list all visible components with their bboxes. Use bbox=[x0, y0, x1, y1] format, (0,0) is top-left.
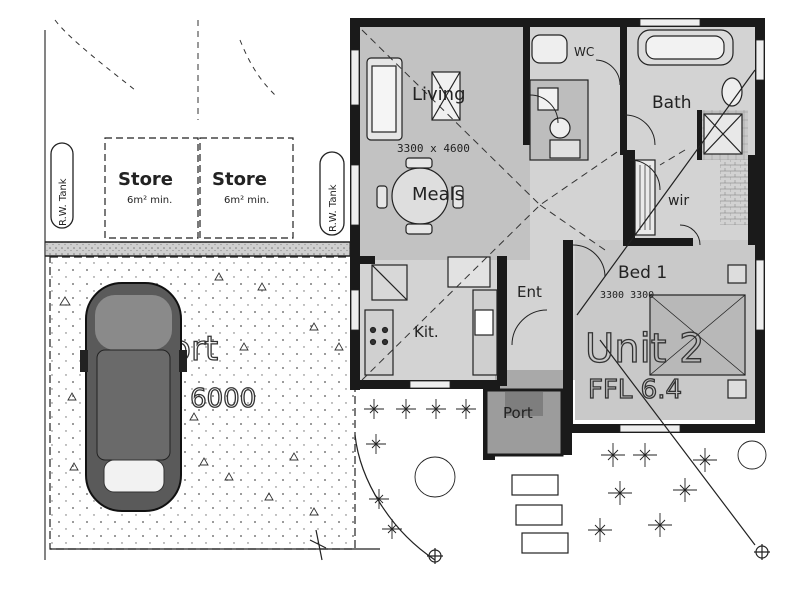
car-icon bbox=[80, 282, 187, 512]
doors bbox=[511, 59, 701, 346]
store-right-area: 6m² min. bbox=[224, 195, 269, 206]
tank-right: R.W. Tank bbox=[319, 151, 345, 236]
room-living: Living bbox=[412, 84, 466, 105]
tank-left-label: R.W. Tank bbox=[58, 178, 69, 226]
bedside-table-icon bbox=[727, 264, 747, 284]
room-wc: WC bbox=[574, 45, 594, 59]
sink-icon bbox=[474, 309, 494, 336]
room-living-dim: 3300 x 4600 bbox=[397, 142, 470, 155]
room-bed-dim: 3300 3300 bbox=[600, 290, 654, 301]
porch bbox=[484, 388, 564, 457]
room-labels: Living 3300 x 4600 Meals WC Bath wir Bed… bbox=[397, 45, 692, 422]
site-line bbox=[50, 434, 436, 561]
tank-left: R.W. Tank bbox=[50, 142, 74, 229]
room-kit: Kit. bbox=[414, 323, 439, 341]
area-dividers bbox=[361, 29, 686, 381]
room-bed: Bed 1 bbox=[618, 263, 667, 283]
kitchen-bench bbox=[364, 309, 394, 376]
tank-right-label: R.W. Tank bbox=[328, 184, 339, 232]
room-port: Port bbox=[503, 404, 533, 422]
unit-label-group: Unit 2 FFL 6.4 bbox=[584, 325, 705, 405]
store-right-label: Store bbox=[212, 169, 267, 190]
unit-ffl: FFL 6.4 bbox=[588, 375, 682, 405]
boundary-lines bbox=[44, 19, 276, 560]
store-left: Store 6m² min. bbox=[104, 137, 199, 239]
section-line bbox=[576, 69, 756, 546]
survey-markers bbox=[427, 544, 770, 564]
store-right: Store 6m² min. bbox=[199, 137, 294, 239]
toilet-icon bbox=[531, 34, 568, 64]
unit-label: Unit 2 bbox=[585, 326, 705, 372]
pantry-icon bbox=[447, 256, 491, 288]
windows bbox=[350, 18, 765, 433]
hedge-strip bbox=[44, 241, 351, 257]
stepping-stones bbox=[511, 474, 569, 554]
room-ent: Ent bbox=[517, 283, 542, 301]
basin-icon bbox=[721, 77, 743, 107]
room-meals: Meals bbox=[412, 184, 464, 205]
room-wir: wir bbox=[668, 193, 689, 209]
garden-shrubs bbox=[364, 399, 767, 542]
store-left-label: Store bbox=[118, 169, 173, 190]
room-bath: Bath bbox=[652, 93, 692, 113]
stove-icon bbox=[369, 326, 389, 346]
furniture bbox=[364, 29, 747, 419]
store-left-area: 6m² min. bbox=[127, 195, 172, 206]
